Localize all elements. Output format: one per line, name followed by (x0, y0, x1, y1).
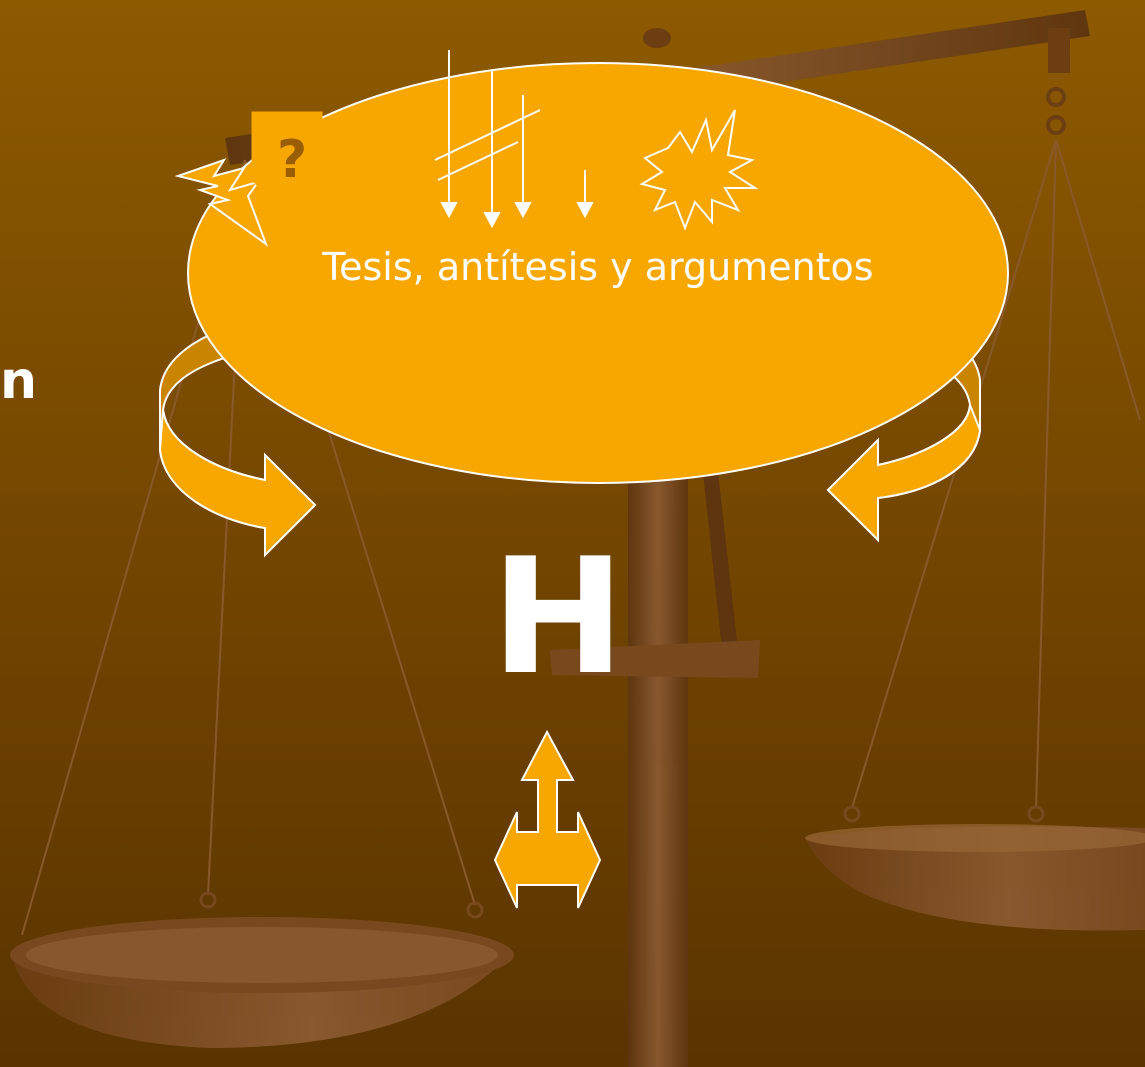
question-mark: ? (277, 130, 307, 190)
scale-pole (628, 430, 688, 1067)
scale-pivot (643, 28, 671, 48)
down-arrows-icon (434, 50, 594, 229)
curved-arrow-left-head (158, 409, 317, 558)
up-left-right-arrow-icon (493, 729, 602, 909)
caption-text: Tesis, antítesis y argumentos (321, 245, 873, 289)
left-edge-text: n (0, 351, 37, 411)
thesis-ellipse (187, 62, 1009, 484)
lightning-icon (174, 158, 269, 247)
question-note-icon: ? (251, 111, 323, 191)
center-letter: H (491, 523, 625, 710)
scale-pointer (700, 445, 738, 650)
explosion-icon (639, 109, 759, 231)
right-hanger (1048, 28, 1070, 73)
right-pan (805, 826, 1145, 931)
scale-crossbar (550, 640, 760, 678)
curved-arrow-right-head (826, 404, 982, 543)
